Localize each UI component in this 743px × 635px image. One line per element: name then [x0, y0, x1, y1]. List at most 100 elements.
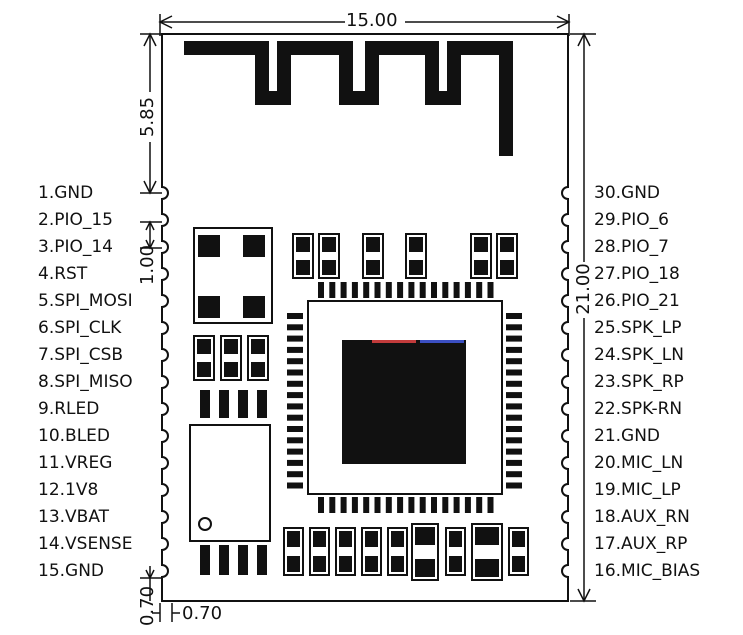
pin-label-22: 22.SPK-RN	[594, 399, 683, 419]
pin-label-6: 6.SPI_CLK	[38, 318, 122, 338]
chip-pad-left	[287, 392, 303, 399]
pin-label-1: 1.GND	[38, 183, 94, 203]
edge-left-label: 0.70	[182, 603, 223, 624]
pin-label-26: 26.PIO_21	[594, 291, 680, 311]
flash-leg	[200, 545, 210, 575]
pin-label-8: 8.SPI_MISO	[38, 372, 133, 392]
passive-component	[387, 527, 408, 576]
passive-component	[309, 527, 330, 576]
chip-pad-left	[287, 471, 303, 478]
dimension-edge-left	[152, 603, 180, 622]
passive-component	[193, 335, 215, 381]
edge-bottom-label: 0.70	[137, 585, 159, 627]
chip-pad-right	[506, 471, 522, 478]
pin-label-24: 24.SPK_LN	[594, 345, 684, 365]
pin-label-15: 15.GND	[38, 561, 105, 581]
inductor-component	[471, 523, 503, 581]
chip-pad-left	[287, 426, 303, 432]
chip-pad-bottom	[442, 497, 449, 513]
pin-label-19: 19.MIC_LP	[594, 480, 681, 500]
dimension-pitch	[140, 220, 162, 250]
chip-pad-top	[419, 282, 426, 298]
inductor-pad	[415, 559, 435, 577]
pin-label-25: 25.SPK_LP	[594, 318, 682, 338]
chip-pad-bottom	[363, 497, 370, 513]
chip-pad-top	[385, 282, 392, 298]
passive-component-pad	[474, 260, 488, 275]
chip-pad-left	[287, 346, 303, 353]
flash-leg	[238, 545, 248, 575]
passive-component-pad	[322, 260, 336, 275]
chip-pad-top	[476, 282, 483, 298]
inductor-pad	[475, 559, 499, 577]
passive-component-pad	[366, 260, 380, 275]
chip-pad-top	[363, 282, 370, 298]
pin-label-18: 18.AUX_RN	[594, 507, 690, 527]
crystal-pad	[243, 296, 265, 318]
passive-component	[335, 527, 356, 576]
passive-component-pad	[197, 362, 211, 377]
chip-pad-left	[287, 459, 303, 466]
pin-label-5: 5.SPI_MOSI	[38, 291, 133, 311]
pin-label-14: 14.VSENSE	[38, 534, 133, 554]
pin-label-2: 2.PIO_15	[38, 210, 113, 230]
crystal-pad	[198, 296, 220, 318]
chip-pad-right	[506, 392, 522, 399]
pin-label-28: 28.PIO_7	[594, 237, 669, 257]
passive-component	[292, 233, 314, 279]
transistor-leg	[219, 390, 229, 418]
chip-pad-left	[287, 335, 303, 342]
passive-component-pad	[339, 531, 352, 547]
chip-pad-top	[408, 282, 415, 298]
chip-pad-left	[287, 380, 303, 387]
chip-pad-bottom	[318, 497, 324, 513]
passive-component-pad	[366, 237, 380, 252]
passive-component-pad	[512, 556, 525, 572]
board-outline	[161, 33, 569, 602]
passive-component-pad	[287, 531, 300, 547]
passive-component	[470, 233, 492, 279]
top-components	[292, 233, 518, 279]
pin-label-13: 13.VBAT	[38, 507, 110, 527]
chip-pad-right	[506, 335, 522, 342]
pin-label-30: 30.GND	[594, 183, 661, 203]
pin-label-9: 9.RLED	[38, 399, 100, 419]
transistor-leg	[200, 390, 210, 418]
passive-component-pad	[296, 260, 310, 275]
chip-pad-left	[287, 414, 303, 421]
passive-component-pad	[313, 556, 326, 572]
pin-label-4: 4.RST	[38, 264, 88, 284]
passive-component	[496, 233, 518, 279]
inductor-pad	[415, 527, 435, 545]
chip-pad-right	[506, 448, 522, 455]
inductor-pad	[475, 527, 499, 545]
crystal-body	[193, 227, 273, 324]
pin-label-21: 21.GND	[594, 426, 661, 446]
pin-label-10: 10.BLED	[38, 426, 111, 446]
die-mark-red	[372, 340, 416, 343]
passive-component	[283, 527, 304, 576]
chip-pad-right	[506, 426, 522, 432]
flash-chip	[189, 424, 271, 575]
chip-pad-bottom	[453, 497, 460, 513]
passive-component-pad	[500, 260, 514, 275]
passive-component-pad	[287, 556, 300, 572]
die-mark-blue	[420, 340, 464, 343]
chip-pad-left	[287, 448, 303, 455]
pin-label-11: 11.VREG	[38, 453, 113, 473]
chip-pad-right	[506, 380, 522, 387]
passive-component	[220, 335, 242, 381]
antenna-dimension-label: 5.85	[137, 96, 159, 138]
crystal-pad	[243, 235, 265, 257]
pin-label-20: 20.MIC_LN	[594, 453, 684, 473]
passive-component-pad	[224, 339, 238, 354]
chip-pad-bottom	[385, 497, 392, 513]
chip-pad-top	[487, 282, 494, 298]
passive-component-pad	[224, 362, 238, 377]
chip-pad-left	[287, 482, 303, 489]
pin-label-27: 27.PIO_18	[594, 264, 680, 284]
passive-component	[247, 335, 269, 381]
chip-pad-right	[506, 403, 522, 410]
